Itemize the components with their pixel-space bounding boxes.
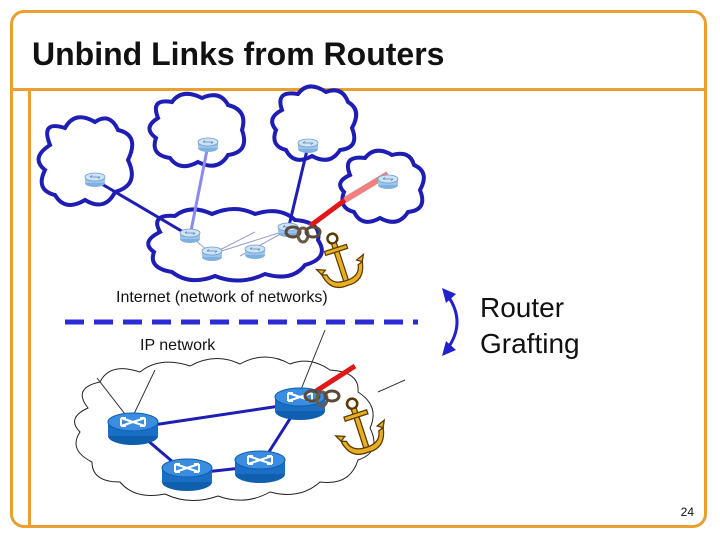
grafting-arrow — [442, 288, 459, 356]
slide-frame — [10, 10, 707, 528]
router-icon — [160, 457, 214, 493]
upper-links — [94, 144, 390, 257]
router-icon — [233, 449, 287, 485]
router-icon — [197, 137, 219, 153]
router-icon — [84, 172, 106, 188]
router-icon — [244, 244, 266, 260]
cloud-icon — [146, 207, 324, 283]
left-rule — [28, 90, 31, 526]
cloud-icon — [147, 91, 247, 169]
internet-label: Internet (network of networks) — [116, 289, 328, 306]
router-icon — [297, 138, 319, 154]
ip-network-label: IP network — [140, 337, 216, 354]
page-number: 24 — [680, 505, 694, 519]
cloud-icon — [270, 84, 359, 162]
router-grafting-line2: Grafting — [480, 328, 580, 359]
slide-title: Unbind Links from Routers — [32, 36, 445, 72]
router-grafting-label: Router Grafting — [480, 290, 580, 362]
title-divider — [12, 88, 706, 91]
inter-layer-links — [96, 329, 406, 419]
router-grafting-line1: Router — [480, 292, 565, 323]
router-icon — [106, 411, 160, 447]
router-icon — [377, 174, 399, 190]
router-icon — [201, 246, 223, 262]
router-icon — [179, 228, 201, 244]
cloud-icon — [36, 115, 135, 207]
